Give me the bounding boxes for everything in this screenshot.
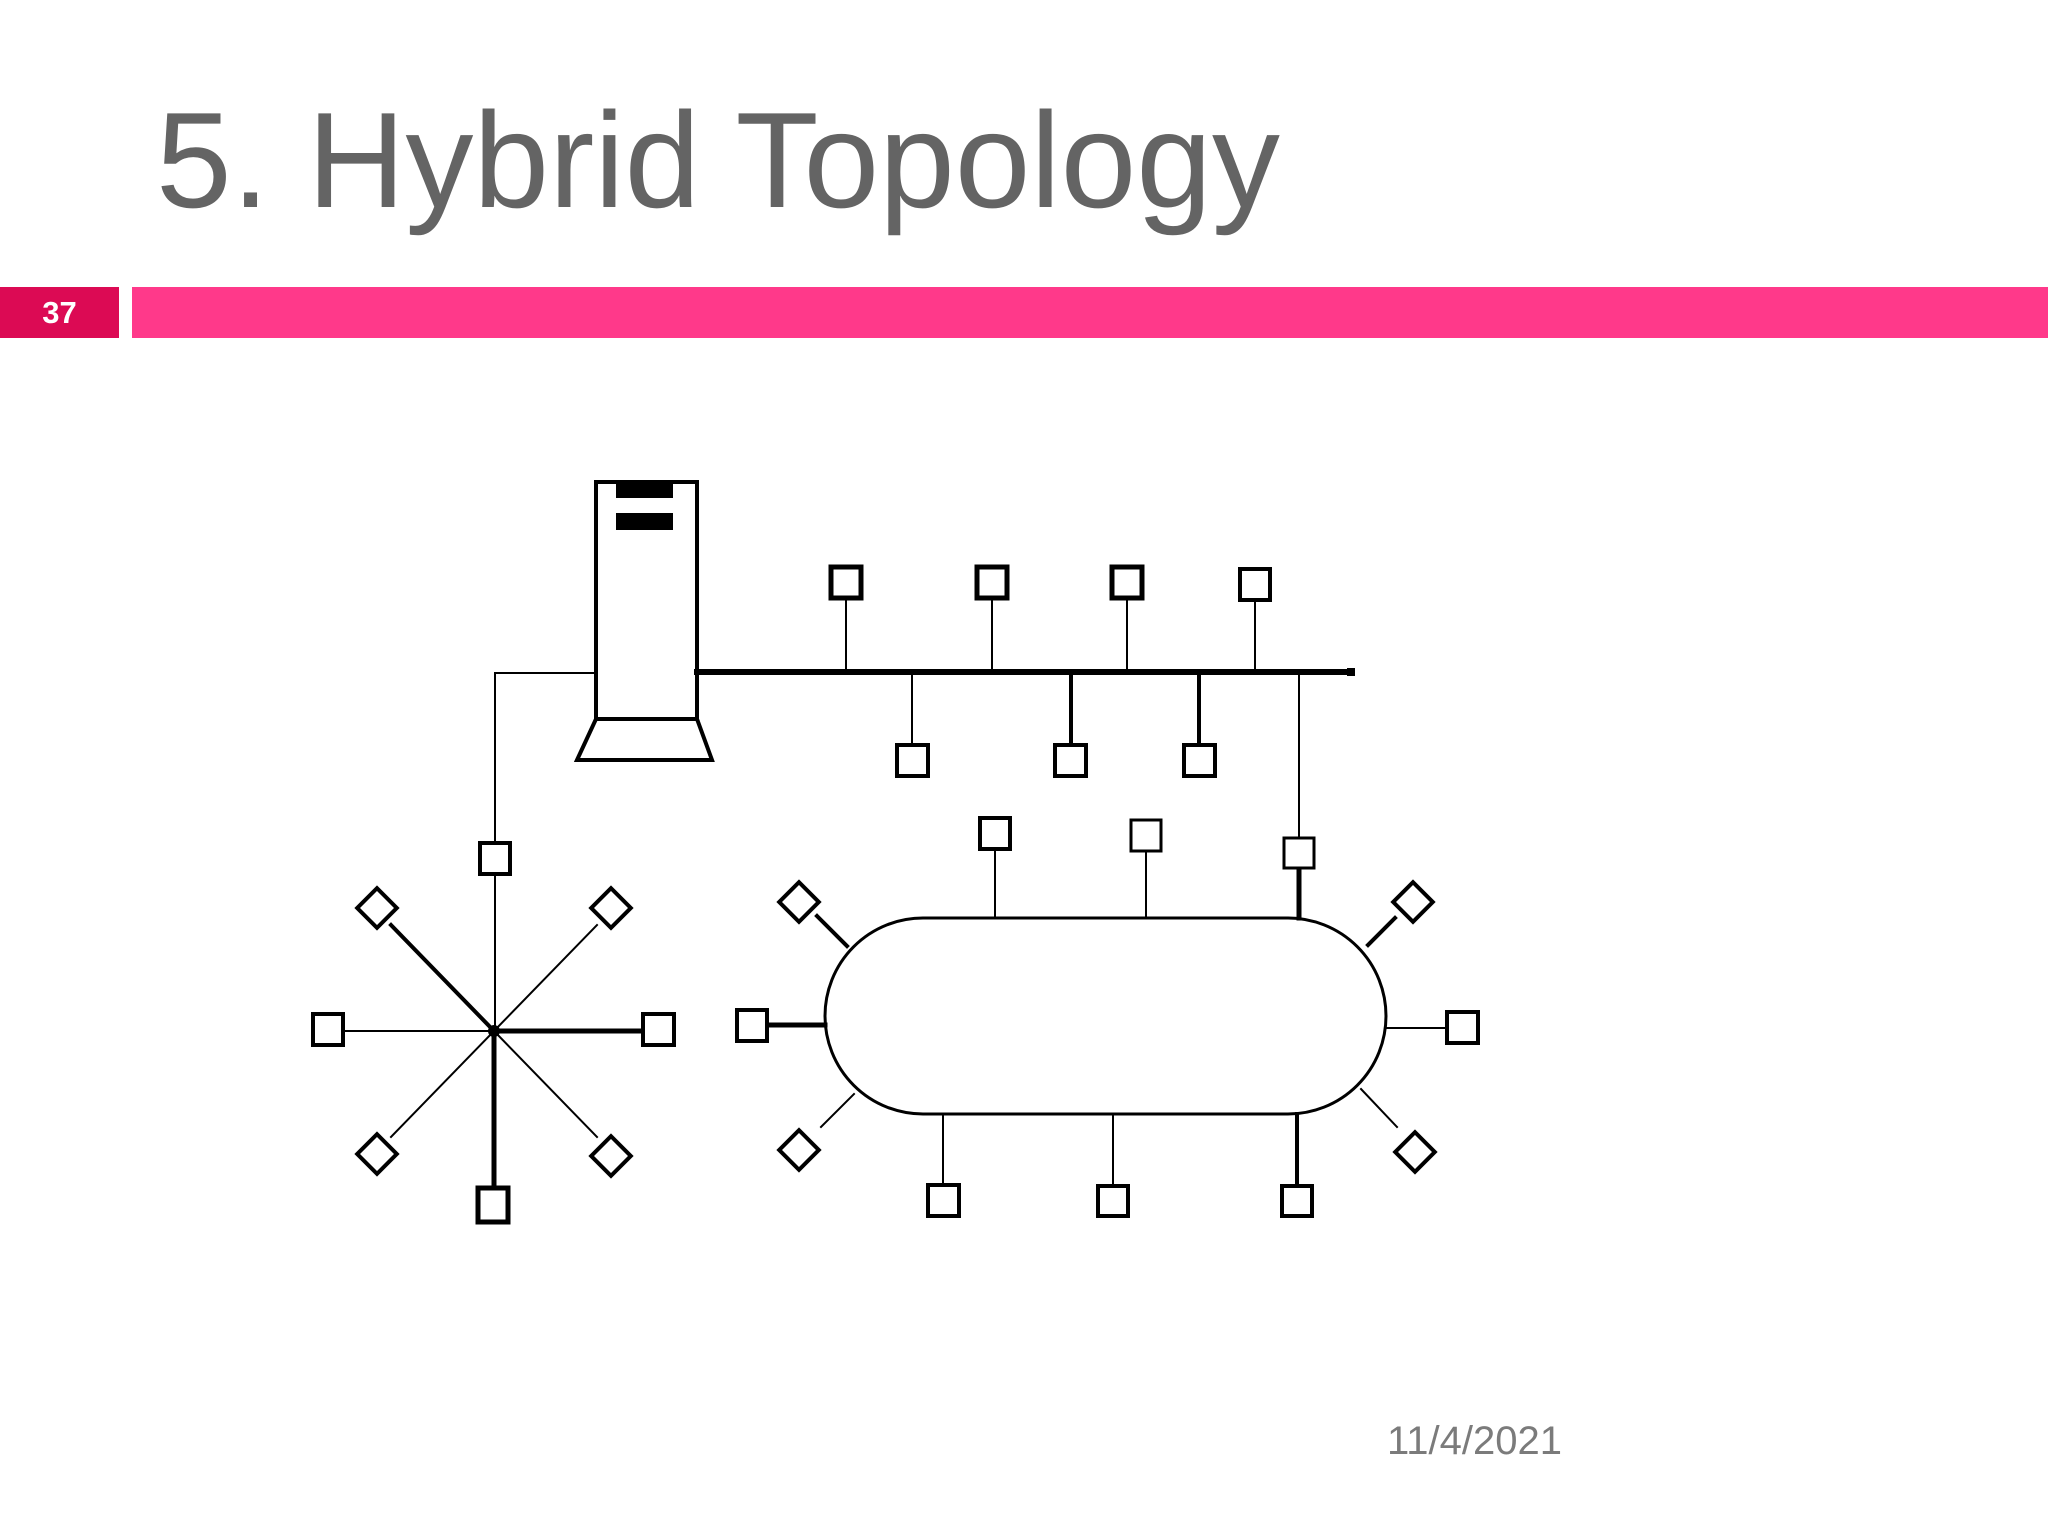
star-topology	[311, 841, 676, 1225]
ring-node	[776, 879, 850, 949]
bus-node	[1182, 670, 1217, 778]
slide-title: 5. Hybrid Topology	[156, 84, 1280, 236]
ring-node	[735, 1008, 828, 1043]
bus-nodes-below	[895, 670, 1217, 778]
slide-number: 37	[42, 294, 77, 330]
ring-loop	[823, 916, 1388, 1116]
ring-node	[1129, 818, 1163, 919]
star-node	[641, 1012, 676, 1047]
star-node	[311, 1012, 345, 1047]
star-node	[588, 1133, 634, 1179]
bus-node	[828, 564, 864, 673]
ring-node	[926, 1113, 961, 1218]
bus-backbone	[694, 668, 1355, 676]
slide-number-badge: 37	[0, 287, 119, 338]
star-node	[354, 885, 400, 931]
ring-node	[978, 816, 1012, 919]
ring-node	[1280, 1112, 1314, 1218]
bus-node	[1053, 670, 1088, 778]
ring-node	[776, 1092, 856, 1173]
star-node	[588, 885, 634, 931]
bus-nodes-above	[828, 564, 1272, 673]
ring-node	[1365, 879, 1436, 948]
ring-node	[1385, 1010, 1480, 1045]
bus-node	[974, 564, 1010, 673]
bus-node	[895, 671, 930, 778]
title-accent-bar	[132, 287, 2048, 338]
ring-nodes	[735, 816, 1480, 1218]
star-node	[354, 1131, 400, 1177]
star-node	[475, 1185, 511, 1225]
slide-date: 11/4/2021	[1387, 1419, 1562, 1463]
ring-node	[1359, 1087, 1438, 1175]
ring-node	[1282, 836, 1316, 921]
server-icon	[573, 480, 715, 762]
ring-node	[1096, 1113, 1130, 1218]
backbone-links	[494, 671, 1300, 844]
bus-node	[1238, 567, 1272, 673]
bus-node	[1109, 564, 1145, 673]
